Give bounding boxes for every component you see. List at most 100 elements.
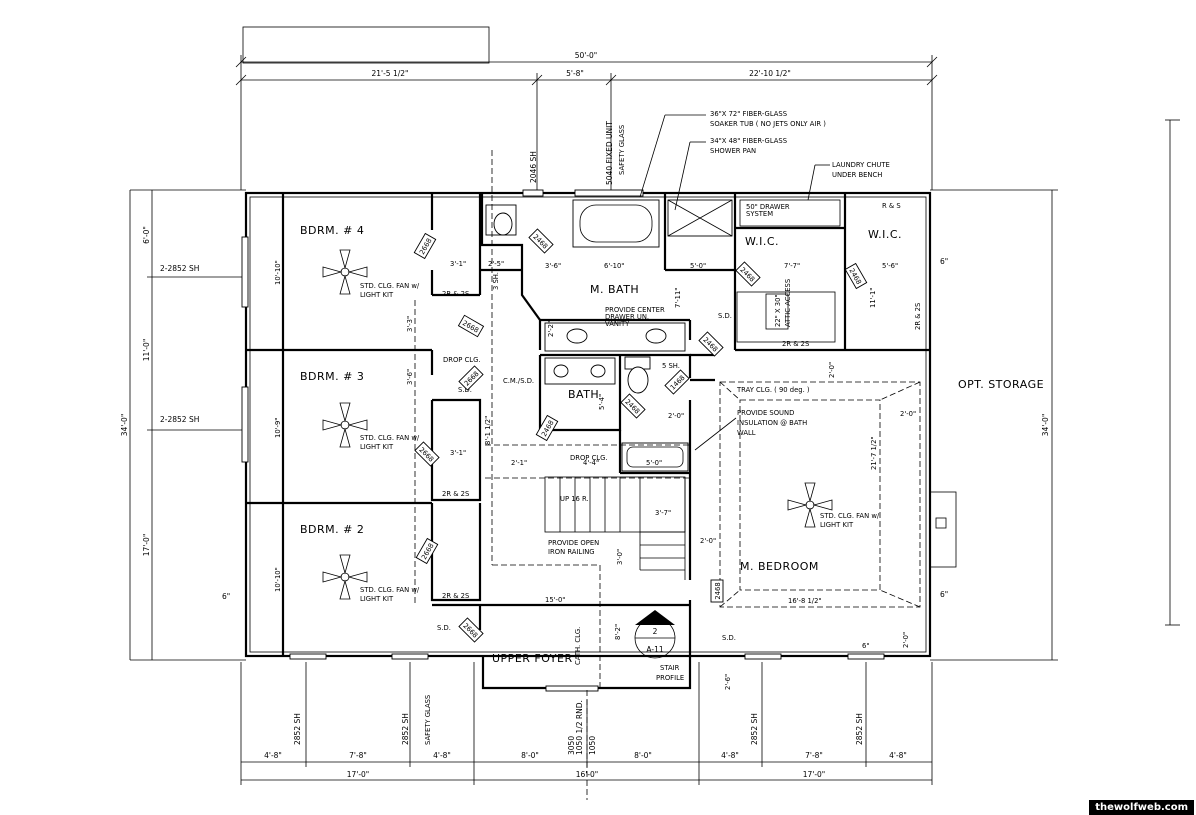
room-label-bdrm4: BDRM. # 4: [300, 224, 364, 237]
sound-note-line1: PROVIDE SOUND: [737, 409, 794, 417]
svg-text:2'-0": 2'-0": [700, 537, 716, 545]
section-sheet: A-11: [646, 645, 663, 654]
svg-text:2'-0": 2'-0": [828, 362, 836, 378]
overall-width-dim: 50'-0": [575, 51, 598, 60]
railing-note-line2: IRON RAILING: [548, 548, 595, 556]
stairs: [544, 476, 686, 580]
smoke-detector-note-4: S.D.: [722, 634, 736, 642]
fan-note-master-line1: STD. CLG. FAN w/: [820, 512, 880, 520]
ceiling-fan-icon: [787, 482, 833, 528]
svg-text:16'-8 1/2": 16'-8 1/2": [788, 597, 822, 605]
fan-note-master-line2: LIGHT KIT: [820, 521, 854, 529]
dimension-lines: 50'-0" 21'-5 1/2" 5'-8" 22'-10 1/2" 6'-0…: [120, 51, 1180, 785]
svg-text:3'-1": 3'-1": [450, 449, 466, 457]
smoke-detector-note-3: S.D.: [437, 624, 451, 632]
vanity-note-line3: VANITY: [605, 320, 630, 328]
tray-ceiling-note: TRAY CLG. ( 90 deg. ): [736, 386, 810, 394]
room-label-wic-2: W.I.C.: [868, 228, 902, 241]
bottom-dim-row2-3: 17'-0": [803, 770, 826, 779]
window-top-1: 2046 SH: [529, 151, 538, 183]
laundry-chute-line2: UNDER BENCH: [832, 171, 882, 179]
svg-text:3'-7": 3'-7": [655, 509, 671, 517]
window-bottom-4: 2852 SH: [750, 713, 759, 745]
notes: STD. CLG. FAN w/ LIGHT KIT STD. CLG. FAN…: [360, 110, 922, 665]
laundry-chute-line1: LAUNDRY CHUTE: [832, 161, 890, 169]
left-dim-1: 6'-0": [142, 226, 151, 244]
svg-text:2'-0": 2'-0": [902, 632, 910, 648]
railing-note-line1: PROVIDE OPEN: [548, 539, 599, 547]
section-marker: 2 A-11 STAIR PROFILE: [634, 610, 684, 682]
svg-text:15'-0": 15'-0": [545, 596, 565, 604]
drop-ceiling-note-1: DROP CLG.: [443, 356, 481, 364]
window-bottom-3b: 3050: [567, 736, 576, 755]
ceiling-fan-icon: [322, 554, 368, 600]
window-bottom-2: 2852 SH: [401, 713, 410, 745]
vanity-note-line1: PROVIDE CENTER: [605, 306, 665, 314]
room-label-wic-1: W.I.C.: [745, 235, 779, 248]
door-tag: 2668: [414, 441, 440, 467]
svg-text:2468: 2468: [714, 582, 722, 599]
svg-text:5'-0": 5'-0": [690, 262, 706, 270]
room-label-bath: BATH: [568, 388, 599, 401]
top-dim-mid: 5'-8": [566, 69, 584, 78]
left-dim-4: 17'-0": [142, 534, 151, 557]
room-label-bdrm3: BDRM. # 3: [300, 370, 364, 383]
exterior-walls: [241, 189, 957, 692]
window-left-1: 2-2852 SH: [160, 264, 199, 273]
shelf-note-2: 2R & 2S: [442, 490, 469, 498]
tub-note-line1: 36"X 72" FIBER-GLASS: [710, 110, 787, 118]
door-tag: 2468: [698, 331, 724, 357]
top-dim-left: 21'-5 1/2": [372, 69, 409, 78]
shelf-note-4: 2R & 2S: [782, 340, 809, 348]
room-label-master-bedroom: M. BEDROOM: [740, 560, 819, 573]
svg-text:5'-6": 5'-6": [882, 262, 898, 270]
cathedral-ceiling-note: CATH. CLG.: [574, 627, 582, 665]
right-dim-2: 6": [940, 257, 948, 266]
top-dim-right: 22'-10 1/2": [749, 69, 791, 78]
window-bottom-3a: 1050 1/2 RND.: [575, 700, 584, 755]
ceiling-fan-icon: [322, 402, 368, 448]
sound-note-line2: INSULATION @ BATH: [737, 419, 807, 427]
shower-note-line2: SHOWER PAN: [710, 147, 756, 155]
svg-text:6": 6": [862, 642, 869, 650]
svg-text:7'-7": 7'-7": [784, 262, 800, 270]
watermark: thewolfweb.com: [1089, 800, 1194, 815]
door-tag: 2468: [844, 262, 868, 290]
drawer-note-line1: 50" DRAWER: [746, 203, 790, 211]
right-dim-3: 6": [940, 590, 948, 599]
window-top-2-safety: SAFETY GLASS: [618, 125, 626, 175]
svg-text:10'-10": 10'-10": [274, 260, 282, 285]
window-bottom-1: 2852 SH: [293, 713, 302, 745]
drawer-note-line2: SYSTEM: [746, 210, 773, 218]
window-bottom-5: 2852 SH: [855, 713, 864, 745]
dashed-lines: [414, 150, 921, 800]
inner-dimensions: 3'-1" 2'-5" 3'-6" 6'-10" 5'-0" 7'-7" 5'-…: [274, 260, 916, 690]
window-top-2: 5040 FIXED UNIT: [605, 121, 614, 185]
room-label-upper-foyer: UPPER FOYER: [492, 652, 573, 665]
smoke-detector-note-2: S.D.: [458, 386, 472, 394]
bottom-dim-1: 4'-8": [264, 751, 282, 760]
fan-note-bdrm3-line1: STD. CLG. FAN w/: [360, 434, 420, 442]
door-tag: 2468: [735, 261, 761, 287]
svg-text:11'-1": 11'-1": [869, 288, 877, 308]
svg-text:7'-11": 7'-11": [674, 288, 682, 308]
svg-text:21'-7 1/2": 21'-7 1/2": [870, 436, 878, 470]
shelf-note-3: 2R & 2S: [442, 592, 469, 600]
fan-note-bdrm3-line2: LIGHT KIT: [360, 443, 394, 451]
left-dim-2: 11'-0": [142, 339, 151, 362]
shower-note-line1: 34"X 48" FIBER-GLASS: [710, 137, 787, 145]
shelves-5-note: 5 SH.: [662, 362, 680, 370]
window-bottom-2-safety: SAFETY GLASS: [424, 695, 432, 745]
svg-text:4'-4": 4'-4": [583, 459, 599, 467]
fixtures: [485, 199, 841, 472]
svg-text:2'-6": 2'-6": [724, 674, 732, 690]
svg-text:2'-1": 2'-1": [511, 459, 527, 467]
bottom-dim-3: 4'-8": [433, 751, 451, 760]
bottom-dim-7: 7'-8": [805, 751, 823, 760]
drop-ceiling-note-2: DROP CLG.: [570, 454, 608, 462]
fan-note-bdrm2-line2: LIGHT KIT: [360, 595, 394, 603]
bottom-dim-8: 4'-8": [889, 751, 907, 760]
svg-text:8'-1 1/2": 8'-1 1/2": [484, 416, 492, 445]
window-bottom-3c: 1050: [588, 736, 597, 755]
